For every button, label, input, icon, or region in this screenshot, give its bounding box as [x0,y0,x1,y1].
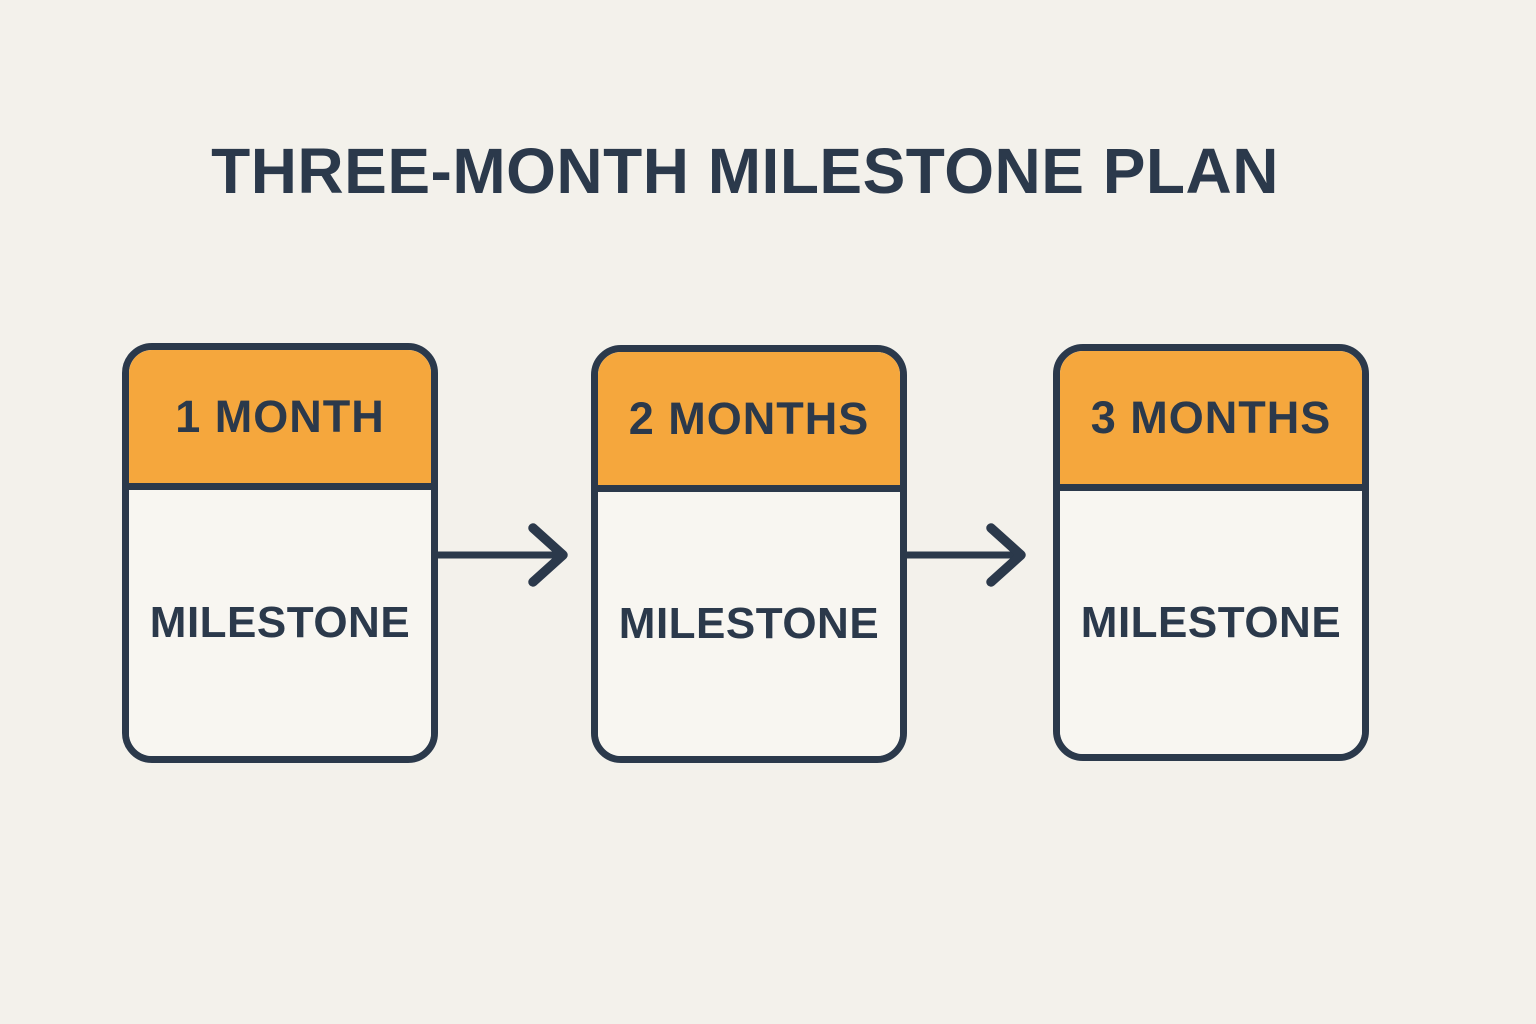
page-title: THREE-MONTH MILESTONE PLAN [211,135,1279,207]
card-milestone-label: MILESTONE [1080,597,1342,647]
card-duration-label: 2 MONTHS [628,392,870,444]
card-body: MILESTONE [129,490,431,756]
card-header: 2 MONTHS [598,352,900,492]
card-milestone-label: MILESTONE [149,598,411,647]
arrow-right-icon [907,523,1026,587]
card-body: MILESTONE [1060,491,1362,754]
milestone-card-month-2: 2 MONTHS MILESTONE [591,345,907,763]
card-body: MILESTONE [598,492,900,756]
milestone-card-month-3: 3 MONTHS MILESTONE [1053,344,1369,761]
milestone-card-month-1: 1 MONTH MILESTONE [122,343,438,763]
card-milestone-label: MILESTONE [618,599,880,648]
card-duration-label: 3 MONTHS [1090,391,1332,443]
card-header: 3 MONTHS [1060,351,1362,491]
card-header: 1 MONTH [129,350,431,490]
arrow-right-icon [438,523,568,587]
card-duration-label: 1 MONTH [175,390,385,442]
